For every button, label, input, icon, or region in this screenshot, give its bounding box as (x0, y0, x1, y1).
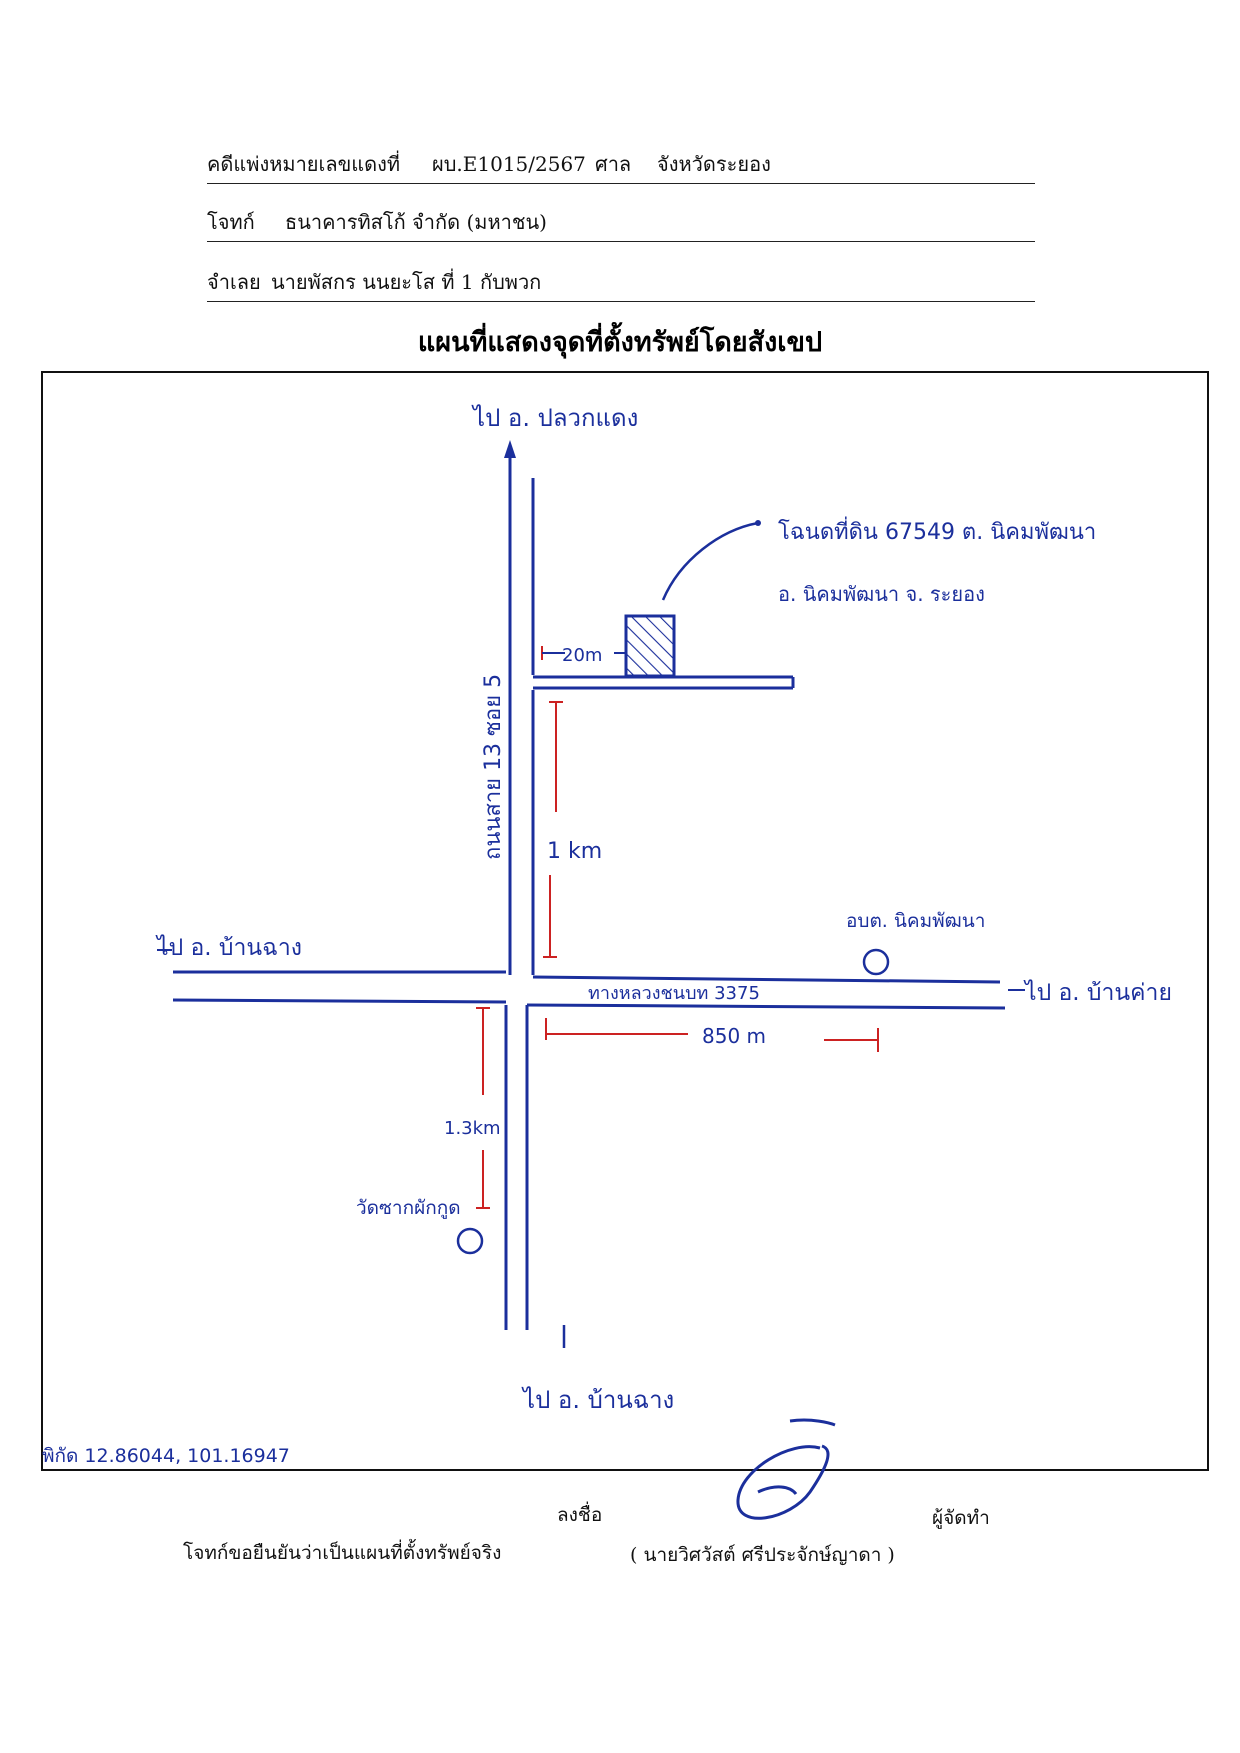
north-arrow-icon (504, 440, 516, 458)
case-number-line: คดีแพ่งหมายเลขแดงที่ ผบ.E1015/2567 ศาล จ… (207, 150, 1035, 184)
sign-label: ลงชื่อ (557, 1504, 603, 1526)
highway-south-edge-west (172, 998, 507, 1004)
label-dist-east: 850 m (702, 1024, 766, 1048)
label-to-west: ไป อ. บ้านฉาง (155, 934, 302, 961)
label-coordinates: พิกัด 12.86044, 101.16947 (42, 1445, 290, 1467)
label-to-south: ไป อ. บ้านฉาง (521, 1386, 674, 1414)
case-label: คดีแพ่งหมายเลขแดงที่ (207, 152, 401, 176)
role-label: ผู้จัดทำ (932, 1507, 990, 1529)
signature-icon (736, 1418, 836, 1520)
label-vertical-road: ถนนสาย 13 ซอย 5 (481, 674, 506, 860)
defendant-name: นายพัสกร นนยะโส ที่ 1 กับพวก (271, 270, 542, 294)
property-parcel (624, 614, 676, 678)
signer-name: ( นายวิศวัสต์ ศรีประจักษ์ญาดา ) (630, 1544, 895, 1566)
label-to-north: ไป อ. ปลวกแดง (471, 404, 638, 432)
plaintiff-line: โจทก์ ธนาคารทิสโก้ จำกัด (มหาชน) (207, 208, 1035, 242)
defendant-line: จำเลย นายพัสกร นนยะโส ที่ 1 กับพวก (207, 268, 1035, 302)
plaintiff-name: ธนาคารทิสโก้ จำกัด (มหาชน) (285, 210, 547, 234)
label-to-east: ไป อ. บ้านค่าย (1023, 979, 1172, 1006)
case-number: ผบ.E1015/2567 (432, 152, 586, 176)
label-dist-south: 1.3km (444, 1118, 501, 1139)
landmark-east-marker-icon (862, 948, 890, 976)
footer-statement: โจทก์ขอยืนยันว่าเป็นแผนที่ตั้งทรัพย์จริง (183, 1542, 502, 1564)
court-label: ศาล (595, 152, 632, 176)
label-main-road: ทางหลวงชนบท 3375 (588, 983, 760, 1004)
court-name: จังหวัดระยอง (657, 152, 771, 176)
plaintiff-label: โจทก์ (207, 210, 255, 234)
landmark-south-marker-icon (456, 1227, 484, 1255)
label-dist-side: 20m (562, 645, 602, 666)
highway-north-edge-east (532, 975, 1001, 984)
label-landmark-east: อบต. นิคมพัฒนา (846, 910, 985, 932)
property-leader-line (661, 521, 759, 601)
defendant-label: จำเลย (207, 270, 261, 294)
label-landmark-south: วัดซากผักกูด (356, 1197, 461, 1219)
label-property-line1: โฉนดที่ดิน 67549 ต. นิคมพัฒนา (778, 516, 1096, 545)
label-property-line2: อ. นิคมพัฒนา จ. ระยอง (778, 582, 985, 606)
highway-south-edge-east (526, 1003, 1006, 1010)
label-dist-north: 1 km (547, 839, 602, 864)
leader-dot-icon (755, 520, 761, 526)
page-title: แผนที่แสดงจุดที่ตั้งทรัพย์โดยสังเขป (417, 327, 823, 358)
map-frame (41, 371, 1209, 1471)
